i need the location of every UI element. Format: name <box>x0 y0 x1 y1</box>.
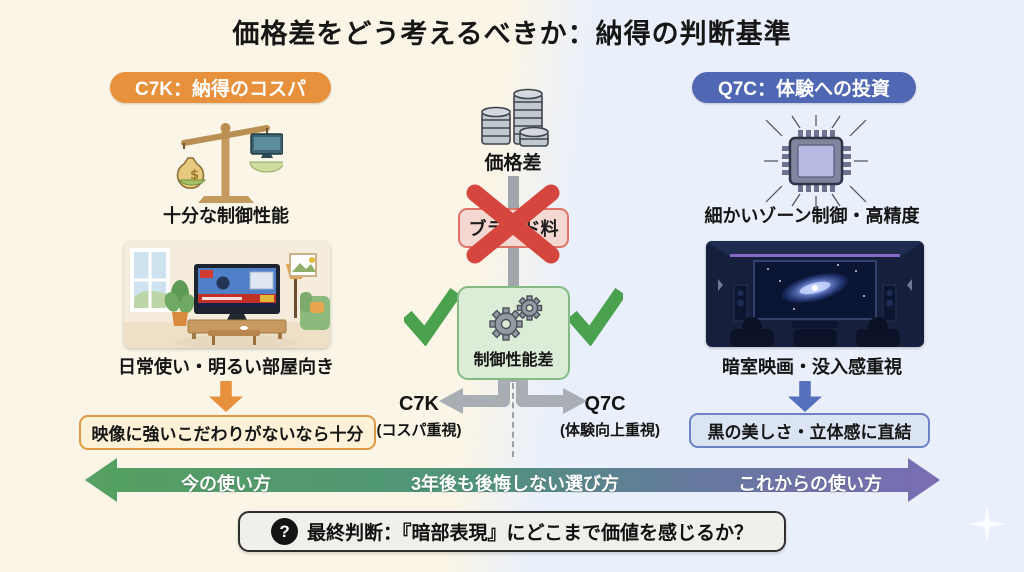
c7k-badge: C7K：納得のコスパ <box>110 72 331 103</box>
choice-q7c-name: Q7C <box>584 393 626 415</box>
axis-label-right: これからの使い方 <box>738 474 882 494</box>
q7c-badge: Q7C：体験への投資 <box>692 72 916 103</box>
gears-icon <box>488 295 542 341</box>
left-conclusion-box: 映像に強いこだわりがないなら十分 <box>79 415 376 450</box>
choice-c7k-name: C7K <box>398 393 439 415</box>
coins-icon <box>481 88 549 147</box>
right-conclusion-box: 黒の美しさ・立体感に直結 <box>689 413 930 448</box>
cross-icon <box>466 184 560 264</box>
balance-scale-icon: $ <box>176 123 283 203</box>
right-icon-caption: 細かいゾーン制御・高精度 <box>704 206 920 226</box>
flow-line <box>508 176 519 382</box>
question-icon: ? <box>271 518 299 545</box>
home-theater-image <box>706 241 924 347</box>
blue-down-arrow-icon <box>788 381 822 412</box>
axis-label-left: 今の使い方 <box>181 474 271 494</box>
chip-icon <box>764 115 868 207</box>
choice-c7k-sub: (コスパ重視) <box>376 422 462 439</box>
orange-down-arrow-icon <box>209 381 243 412</box>
right-image-caption: 暗室映画・没入感重視 <box>722 357 902 377</box>
accepted-reason-label: 制御性能差 <box>473 352 554 369</box>
coins-label: 価格差 <box>484 153 542 174</box>
living-room-image <box>124 242 330 348</box>
final-judgment-text: 最終判断：『暗部表現』にどこまで価値を感じるか？ <box>307 523 753 544</box>
check-left-icon <box>404 288 458 346</box>
axis-label-center: 3年後も後悔しない選び方 <box>410 474 620 494</box>
final-judgment-box: ? 最終判断：『暗部表現』にどこまで価値を感じるか？ <box>238 511 786 552</box>
branch-arrows-icon <box>439 380 587 414</box>
check-right-icon <box>569 288 623 346</box>
split-dashed-line <box>512 383 514 457</box>
sparkle-icon <box>968 505 1006 543</box>
accepted-reason-box: 制御性能差 <box>457 286 570 380</box>
svg-text:$: $ <box>190 168 199 183</box>
choice-q7c-sub: (体験向上重視) <box>560 422 660 439</box>
page-title: 価格差をどう考えるべきか：納得の判断基準 <box>232 19 792 49</box>
left-icon-caption: 十分な制御性能 <box>163 206 289 226</box>
left-image-caption: 日常使い・明るい部屋向き <box>118 357 334 377</box>
